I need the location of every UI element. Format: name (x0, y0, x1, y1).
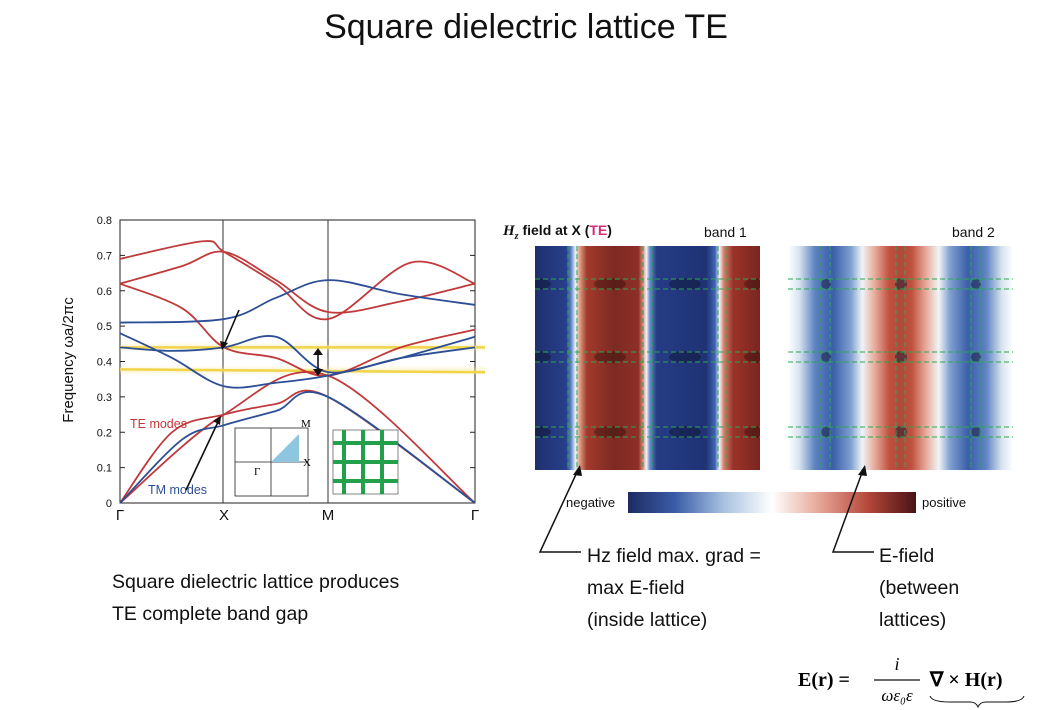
y-tick-label: 0.7 (97, 250, 112, 262)
band1-field-map (535, 246, 760, 470)
field-title-close: ) (607, 222, 612, 238)
gap-arrow-up (313, 348, 323, 355)
caption-line-2: TE complete band gap (112, 603, 309, 625)
y-tick-label: 0.2 (97, 427, 112, 439)
hz-symbol: H (503, 223, 515, 239)
tm-arrow (185, 421, 219, 491)
te-tag: TE (589, 222, 608, 238)
y-tick-label: 0.1 (97, 463, 112, 475)
efield-note: E-field (between lattices) (879, 540, 959, 636)
te-band-line (119, 250, 476, 314)
y-tick-label: 0.5 (97, 321, 112, 333)
y-axis-label: Frequency ωa/2πc (60, 297, 77, 423)
colorbar (628, 492, 916, 513)
y-tick-label: 0 (106, 498, 112, 510)
gap-edge-arrowhead (220, 341, 228, 350)
slide-title: Square dielectric lattice TE (324, 8, 728, 46)
band-structure-plot: 0 0.1 0.2 0.3 0.4 0.5 0.6 0.7 0.8 Γ X M Γ Frequency… (60, 215, 485, 524)
band2-label: band 2 (952, 224, 995, 240)
grad-note-line-2: max E-field (587, 577, 685, 599)
tm-modes-label: TM modes (148, 483, 207, 497)
x-tick-label: Γ (116, 507, 124, 524)
y-tick-label: 0.8 (97, 215, 112, 227)
te-band-line (119, 371, 476, 504)
inset-gamma-label: Γ (254, 466, 260, 478)
bands (119, 240, 476, 504)
colorbar-positive-label: positive (922, 495, 967, 510)
field-map-title: Hz field at X (TE) (503, 222, 612, 242)
inset-m-label: M (301, 418, 311, 430)
efield-note-line-2: (between (879, 577, 960, 599)
formula-denominator: ωε₀ε (881, 686, 913, 705)
te-band-line (119, 240, 476, 321)
band1-label: band 1 (704, 224, 747, 240)
caption-line-1: Square dielectric lattice produces (112, 571, 400, 593)
tm-band-line (119, 335, 476, 374)
brillouin-zone-inset: Γ X M (234, 418, 311, 497)
formula-rhs: ∇ × H(r) (929, 669, 1003, 691)
te-modes-label: TE modes (130, 417, 187, 431)
grad-note-line-3: (inside lattice) (587, 609, 708, 631)
efield-note-line-1: E-field (879, 545, 935, 567)
callout-lines (538, 465, 874, 553)
te-band-line (119, 282, 476, 377)
tm-band-line (119, 279, 476, 324)
underbrace (929, 695, 1025, 708)
formula-numerator: i (894, 654, 899, 674)
efield-note-line-3: lattices) (879, 609, 947, 631)
hz-subscript: z (514, 230, 519, 242)
y-tick-label: 0.4 (97, 357, 112, 369)
gap-arrow-down (313, 369, 323, 376)
x-tick-label: M (322, 507, 335, 524)
gap-edge-arrow (224, 309, 240, 344)
y-tick-label: 0.3 (97, 392, 112, 404)
formula-lhs: E(r) = (798, 669, 850, 691)
colorbar-negative-label: negative (566, 495, 616, 510)
field-title-text: field at X ( (518, 222, 590, 238)
x-tick-label: X (219, 507, 229, 524)
x-tick-label: Γ (471, 507, 479, 524)
tm-arrowhead (213, 416, 221, 425)
inset-x-label: X (303, 457, 311, 469)
grad-note-line-1: Hz field max. grad = (587, 545, 761, 567)
band2-field-map (788, 246, 1013, 470)
e-field-formula: E(r) = i ωε₀ε ∇ × H(r) (798, 654, 1025, 708)
y-tick-label: 0.6 (97, 286, 112, 298)
lattice-inset (332, 429, 399, 495)
grad-note: Hz field max. grad = max E-field (inside… (587, 540, 761, 636)
caption: Square dielectric lattice produces TE co… (112, 566, 399, 630)
y-ticks: 0 0.1 0.2 0.3 0.4 0.5 0.6 0.7 0.8 (97, 215, 475, 510)
